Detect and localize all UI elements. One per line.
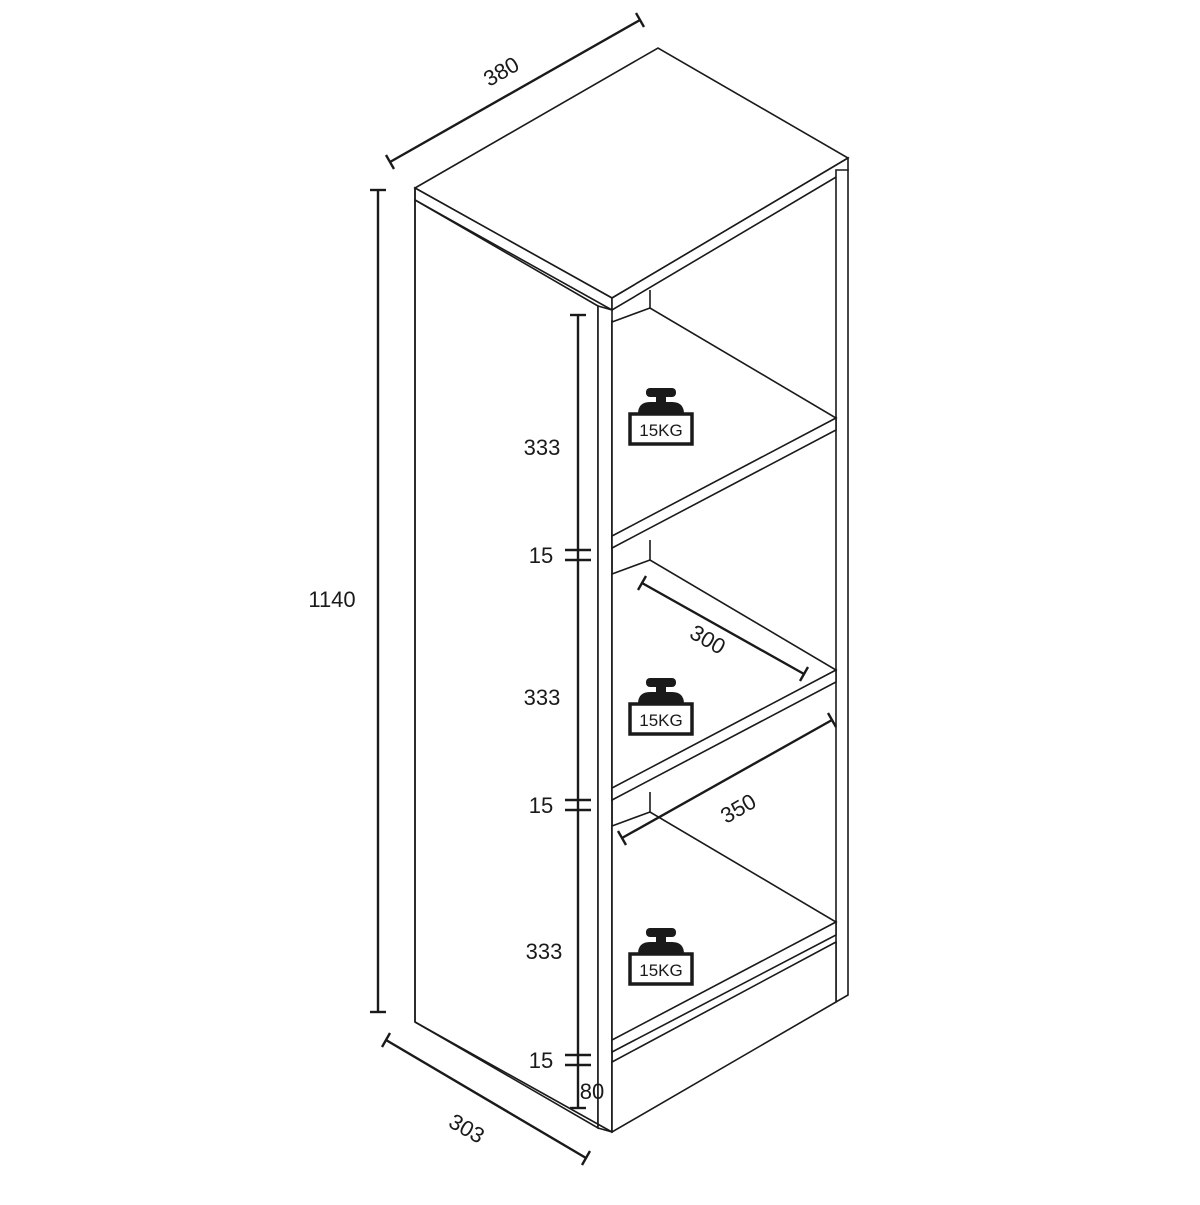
depth-dimension-tick (580, 1150, 592, 1166)
inner-width-dimension-tick (826, 712, 838, 728)
depth-label: 303 (445, 1108, 489, 1148)
load-badge-label: 15KG (639, 421, 682, 440)
weight-icon (638, 388, 684, 414)
left-side-front-edge (597, 304, 613, 1134)
shelf-2-front-edge (611, 668, 837, 802)
dimension-lines (370, 12, 838, 1166)
load-badge: 15KG (628, 388, 694, 446)
inner-width-label: 350 (716, 788, 760, 828)
shelf-2 (611, 559, 838, 802)
shelf-3-thickness-label: 15 (529, 1048, 553, 1073)
right-side-panel (835, 169, 849, 1004)
inner-width-dimension-tick (616, 830, 628, 846)
inner-depth-dimension-tick (798, 666, 810, 682)
shelf-2-thickness-label: 15 (529, 793, 553, 818)
plinth-height-label: 80 (580, 1079, 604, 1104)
weight-icon (638, 678, 684, 704)
load-badge: 15KG (628, 928, 694, 986)
compartment-1-height-label: 333 (524, 435, 561, 460)
width-dimension-tick (384, 154, 396, 170)
left-side-panel (414, 198, 599, 1130)
depth-dimension-line (385, 1038, 587, 1160)
width-label: 380 (479, 51, 523, 91)
load-badge-label: 15KG (639, 711, 682, 730)
load-badge-label: 15KG (639, 961, 682, 980)
height-label: 1140 (308, 587, 355, 612)
compartment-2-height-label: 333 (524, 685, 561, 710)
inner-depth-dimension-line (641, 581, 805, 676)
width-dimension-tick (634, 12, 646, 28)
shelf-1-thickness-label: 15 (529, 543, 553, 568)
compartment-3-height-label: 333 (526, 939, 563, 964)
weight-icon (638, 928, 684, 954)
cabinet-drawing (413, 47, 850, 1134)
depth-dimension-tick (380, 1032, 392, 1048)
inner-width-dimension-line (621, 718, 833, 840)
plinth (611, 940, 837, 1134)
left-panel-bottom-edge (414, 1021, 613, 1133)
shelf-1-front-edge (611, 416, 837, 550)
width-dimension-line (389, 18, 641, 164)
load-badge: 15KG (628, 678, 694, 736)
inner-depth-dimension-tick (636, 575, 648, 591)
bottom-shelf-front-edge (611, 920, 837, 1054)
